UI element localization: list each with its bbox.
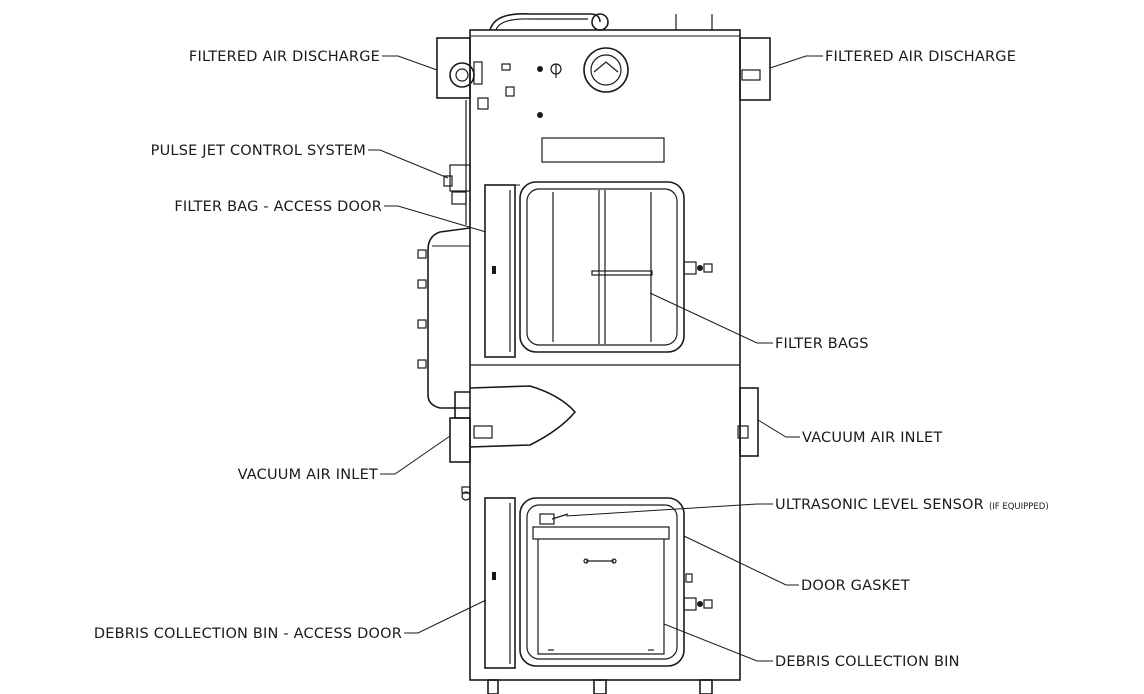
- right-discharge-box: [739, 37, 771, 101]
- left-vacuum-inlet: [449, 385, 577, 463]
- cabinet-feet: [487, 679, 713, 694]
- pulse-jet-control: [443, 100, 471, 225]
- right-vacuum-inlet: [737, 387, 759, 457]
- label-vacuum-air-inlet-right: VACUUM AIR INLET: [802, 430, 942, 446]
- lower-latch: [683, 573, 713, 611]
- label-pulse-jet-control-system: PULSE JET CONTROL SYSTEM: [151, 143, 366, 159]
- filter-bag-access-door: [484, 184, 520, 358]
- label-filter-bags: FILTER BAGS: [775, 336, 869, 352]
- label-debris-collection-bin: DEBRIS COLLECTION BIN: [775, 654, 960, 670]
- debris-bin-window: [519, 497, 685, 667]
- label-filtered-air-discharge-left: FILTERED AIR DISCHARGE: [189, 49, 380, 65]
- filter-bags-window: [519, 181, 685, 353]
- debris-bin-access-door: [484, 497, 516, 669]
- label-filter-bag-access-door: FILTER BAG - ACCESS DOOR: [174, 199, 382, 215]
- left-discharge-box: [436, 37, 483, 99]
- upper-panel-controls: [477, 47, 665, 163]
- label-ultrasonic-level-sensor-note: (IF EQUIPPED): [989, 502, 1049, 512]
- callout-labels: FILTERED AIR DISCHARGE FILTERED AIR DISC…: [94, 49, 1049, 670]
- label-vacuum-air-inlet-left: VACUUM AIR INLET: [238, 467, 378, 483]
- top-hose: [489, 13, 713, 31]
- label-ultrasonic-level-sensor-text: ULTRASONIC LEVEL SENSOR: [775, 497, 984, 513]
- upper-latch: [683, 261, 713, 275]
- label-door-gasket: DOOR GASKET: [801, 578, 910, 594]
- label-debris-collection-bin-access-door: DEBRIS COLLECTION BIN - ACCESS DOOR: [94, 626, 402, 642]
- label-filtered-air-discharge-right: FILTERED AIR DISCHARGE: [825, 49, 1016, 65]
- label-ultrasonic-level-sensor: ULTRASONIC LEVEL SENSOR (IF EQUIPPED): [775, 497, 1049, 513]
- leader-lines: [368, 55, 823, 662]
- dust-collector-unit: [417, 13, 771, 694]
- compressed-air-tank: [417, 227, 471, 409]
